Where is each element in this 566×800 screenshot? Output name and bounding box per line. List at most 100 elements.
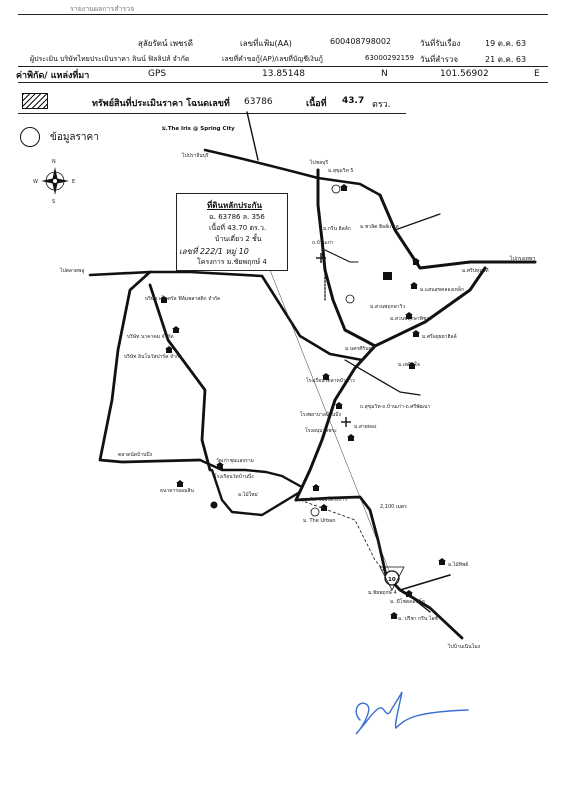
road-west — [88, 270, 364, 362]
label-to-bottom: ไปบ้านเนินโมง — [447, 643, 481, 650]
road-north-south — [316, 168, 487, 348]
building-icon — [172, 326, 180, 333]
infobox-title: ที่ดินหลักประกัน — [207, 201, 262, 210]
file-no-label: เลขที่แฟ้ม(AA) — [240, 39, 292, 48]
label-pole-no: ม.กรีน ฮิลล์ก — [323, 225, 351, 232]
building-icon — [410, 282, 418, 289]
customer-no-value: 63000292159 — [365, 54, 414, 62]
area-value: 43.7 — [342, 96, 365, 106]
property-label: ทรัพย์สินที่ประเมินราคา โฉนดเลขที่ — [92, 99, 230, 109]
legend-rule — [18, 113, 406, 114]
label-house-y: ม. มีโชคคอนโด — [390, 598, 425, 605]
building-icon — [322, 373, 330, 380]
compass-s: S — [52, 199, 55, 205]
road-east-branch — [394, 213, 441, 231]
area-label: เนื้อที่ — [306, 99, 327, 109]
label-school-b: โรงอนุบาลพระ — [305, 427, 337, 434]
price-info-label: ข้อมูลราคา — [50, 132, 99, 143]
route-circle-1 — [331, 184, 341, 194]
collateral-infobox: ที่ดินหลักประกัน ฉ. 63786 ล. 356 เนื้อที… — [176, 193, 288, 271]
infobox-line5: โครงการ ม.ชัยพฤกษ์ 4 — [197, 258, 267, 266]
hatch-legend-icon — [22, 93, 48, 109]
label-sapan: ม.แสนสุขคลองเหล็ก — [420, 285, 464, 293]
label-road-kok: ถ.บ้านเก่า — [312, 239, 334, 246]
compass-rose-icon — [41, 167, 69, 195]
building-icon — [320, 504, 328, 511]
label-house-z: ม. ปรีชา กรีน ไอซ์ — [398, 615, 438, 622]
road-center-branch — [324, 249, 359, 263]
road-hosp — [344, 359, 421, 396]
route-line — [299, 499, 391, 579]
road-diagonal — [294, 344, 377, 502]
header-rule-top — [18, 14, 548, 15]
header-rule-1 — [18, 66, 548, 67]
target-marker — [384, 570, 400, 586]
road-east — [378, 193, 537, 270]
label-pathum: ม.ศรีปทุมวดี — [462, 267, 489, 274]
label-market: ตลาดนัดบ้านบึง — [118, 451, 153, 458]
label-wat-sadej: ม.นครศิรินทร์ — [345, 345, 375, 352]
building-icon — [312, 484, 320, 491]
road-top — [203, 148, 382, 197]
header-rule-2 — [18, 82, 548, 83]
label-school-c: โรงเรียนวัดบ้านบึง — [214, 473, 254, 480]
building-icon — [335, 402, 343, 409]
building-icon — [408, 362, 416, 369]
black-square-marker — [383, 272, 392, 280]
label-soi-thong: ม.ชวลิต ฮิลล์เกรส — [360, 223, 399, 230]
appraiser-name: สุลัยรัตน์ เพชรดี — [138, 39, 193, 48]
file-no-value: 600408798002 — [330, 37, 392, 46]
label-urban: ม. The Urban — [303, 518, 336, 524]
building-icon — [390, 612, 398, 619]
road-bottom — [294, 495, 464, 640]
label-hospital: โรงพยาบาลบ้านบึง — [300, 411, 341, 418]
label-sai-thong: ม.สายทอง — [354, 424, 377, 430]
infobox-line3: บ้านเดี่ยว 2 ชั้น — [215, 235, 262, 243]
deed-no: 63786 — [244, 97, 273, 107]
compass-w: W — [33, 179, 38, 185]
road-left-inner — [148, 283, 212, 472]
customer-no-label: เลขที่คำขอกู้(AP)/เลขที่บัญชีเงินกู้ — [222, 55, 323, 63]
building-icon — [412, 258, 420, 265]
label-marker-num: 10 — [388, 577, 396, 583]
label-school-a: โรงเรียนวัดลาดบัวขาว — [306, 377, 355, 384]
pointer-line — [269, 269, 393, 579]
building-icon — [160, 296, 168, 303]
compass-e: E — [72, 179, 75, 185]
route-circle-2 — [345, 294, 355, 304]
label-thong-pool: ธนาคารออมสิน — [160, 487, 194, 494]
infobox-line4: เลขที่ 222/1 หมู่ 10 — [179, 247, 249, 256]
coord-source: GPS — [148, 69, 167, 79]
compass-n: N — [52, 159, 56, 165]
label-chaipruek: ม.ชัยพฤกษ์ 4 — [368, 589, 397, 596]
label-to-bangkok: ไปกรุงเทพฯ — [509, 255, 535, 262]
company-label: ผู้ประเมิน บริษัทไทยประเมินราคา ลินน์ ฟิ… — [30, 55, 190, 63]
receive-date-label: วันที่รับเรื่อง — [420, 39, 461, 48]
building-icon — [347, 434, 355, 441]
coord-label: ค่าพิกัด/ แหล่งที่มา — [16, 71, 90, 81]
building-icon — [412, 330, 420, 337]
dot-marker — [210, 501, 218, 509]
receive-date-value: 19 ต.ค. 63 — [485, 39, 527, 48]
top-banner: รายงานผลการสำรวจ — [70, 5, 135, 13]
road-right-branch — [399, 574, 451, 591]
survey-date-value: 21 ต.ค. 63 — [485, 55, 527, 64]
area-unit: ตรว. — [372, 100, 391, 110]
road-bottom-left — [210, 468, 302, 517]
label-sri-ayut: ม.ศรีอยุธยาฮิลล์ — [422, 333, 457, 340]
road-iris — [246, 111, 259, 161]
coord-e: E — [534, 69, 540, 79]
price-info-circle-icon — [20, 127, 40, 147]
target-triangle-icon — [379, 566, 405, 591]
label-to-chonburi: ไปชลบุรี — [309, 159, 328, 166]
signature — [355, 691, 469, 735]
label-suksakorn: ม.สุขุมวิท 5 — [328, 167, 354, 174]
infobox-line2: เนื้อที่ 43.70 ตร.ว. — [209, 224, 267, 232]
label-wat-kao: วัดเก่าชุมแสงราม — [216, 458, 254, 464]
label-company-b: บริษัท นาคาคม จำกัด — [127, 333, 174, 340]
label-river-bang: ไปตลาดพลู — [59, 267, 84, 274]
label-company-a1: บริษัท เซ็นทรัล ฟิล์มพลาสติก จำกัด — [145, 294, 220, 302]
building-icon — [165, 346, 173, 353]
survey-date-label: วันที่สำรวจ — [420, 55, 459, 64]
label-saphan-thai: ถ.สุขุมวิท ซอยโครงการ — [296, 496, 347, 503]
